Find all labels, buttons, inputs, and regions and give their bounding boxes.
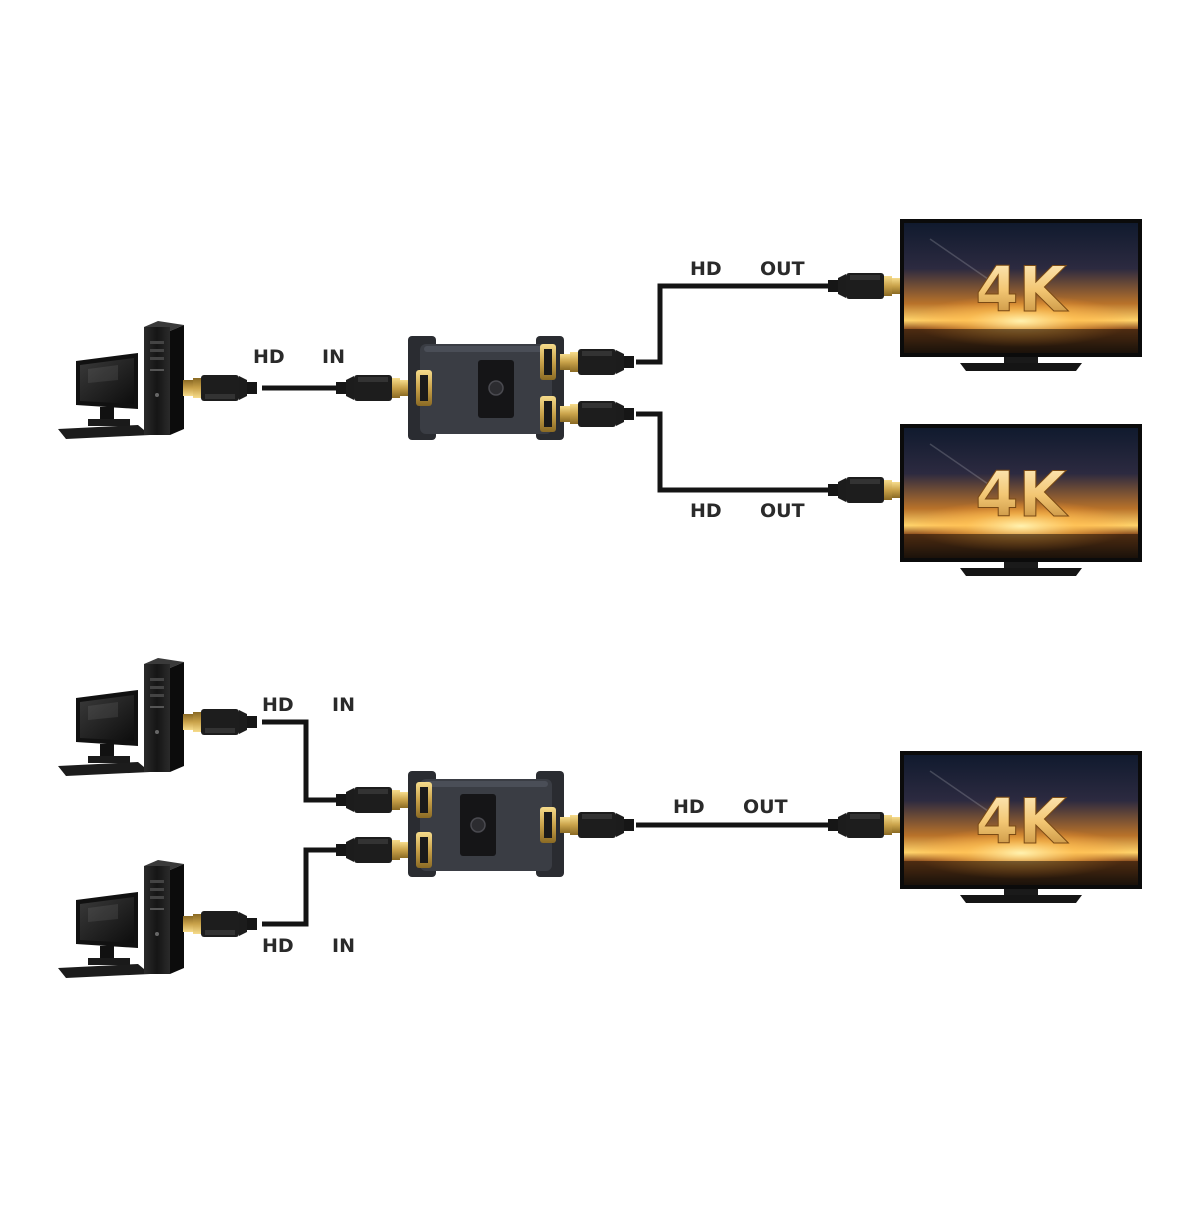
hdmi-plug-pc-1 <box>183 709 257 735</box>
switch-input-top-label-hd: HD <box>262 694 294 716</box>
source-computer-1 <box>58 658 184 776</box>
hdmi-plug-tv-2 <box>828 477 902 503</box>
port-out <box>540 807 556 843</box>
split-output-bottom-label-out: OUT <box>760 500 805 522</box>
switch-input-bottom-label-hd: HD <box>262 935 294 957</box>
switch-input-top-label-in: IN <box>332 694 355 716</box>
tv-display-2: 4K <box>900 424 1142 576</box>
tv-badge: 4K <box>975 785 1068 858</box>
tv-display-1: 4K <box>900 219 1142 371</box>
hdmi-plug-switch-out <box>560 812 634 838</box>
hdmi-switch-device <box>408 771 564 877</box>
hdmi-plug-switch-in-2 <box>336 837 410 863</box>
output-cable-bottom <box>636 411 828 493</box>
port-in <box>416 370 432 406</box>
port-out-1 <box>540 344 556 380</box>
output-cable-top <box>636 283 828 365</box>
port-out-2 <box>540 396 556 432</box>
source-computer-2 <box>58 860 184 978</box>
input-cable-bottom <box>262 847 336 927</box>
hdmi-switch-device <box>408 336 564 440</box>
split-input-label-hd: HD <box>253 346 285 368</box>
switch-output-label-out: OUT <box>743 796 788 818</box>
hdmi-plug-tv <box>828 812 902 838</box>
hdmi-plug-switch-out-2 <box>560 401 634 427</box>
switch-mode-diagram: 4K HD IN HD IN HD OUT <box>58 658 1142 978</box>
port-in-1 <box>416 782 432 818</box>
input-cable-top <box>262 719 336 803</box>
hdmi-plug-switch-in-1 <box>336 787 410 813</box>
hdmi-plug-pc <box>183 375 257 401</box>
switch-output-label-hd: HD <box>673 796 705 818</box>
split-mode-diagram: 4K 4K HD IN HD OUT HD OUT <box>58 219 1142 576</box>
tv-badge: 4K <box>975 458 1068 531</box>
source-computer <box>58 321 184 439</box>
hdmi-plug-switch-out-1 <box>560 349 634 375</box>
split-output-top-label-hd: HD <box>690 258 722 280</box>
switch-input-bottom-label-in: IN <box>332 935 355 957</box>
hdmi-plug-switch-in <box>336 375 410 401</box>
hdmi-plug-tv-1 <box>828 273 902 299</box>
hdmi-plug-pc-2 <box>183 911 257 937</box>
split-input-label-in: IN <box>322 346 345 368</box>
split-output-bottom-label-hd: HD <box>690 500 722 522</box>
tv-badge: 4K <box>975 253 1068 326</box>
tv-display: 4K <box>900 751 1142 903</box>
port-in-2 <box>416 832 432 868</box>
split-output-top-label-out: OUT <box>760 258 805 280</box>
